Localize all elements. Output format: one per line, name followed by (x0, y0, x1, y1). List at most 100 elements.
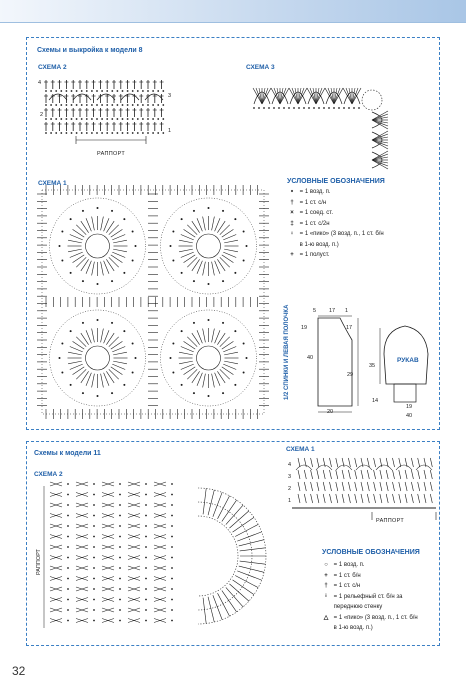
upper-scheme1-chain (111, 321, 114, 324)
upper-scheme1-stitch (211, 261, 215, 276)
lower-scheme2-stitch (75, 502, 89, 508)
upper-scheme1-chain (134, 357, 137, 359)
upper-title: Схемы и выкройка к модели 8 (37, 47, 143, 54)
upper-scheme2-chain (70, 104, 73, 106)
upper-scheme1-chain (61, 371, 64, 374)
lower-scheme2-fan-stitch (217, 495, 230, 519)
upper-scheme1-chain (169, 245, 172, 247)
upper-scheme3-chain (303, 107, 305, 109)
upper-scheme1-stitch (108, 369, 119, 380)
upper-scheme1-stitch (214, 218, 221, 232)
lower-scheme2-stitch (75, 586, 89, 592)
upper-scheme3-stitch (327, 87, 335, 105)
upper-scheme2-chain (50, 118, 52, 120)
upper-scheme1-stitch (202, 216, 206, 231)
upper-scheme2-chain (131, 90, 134, 92)
upper-scheme2-chain (70, 90, 73, 92)
lower-scheme2-chain (171, 493, 173, 496)
upper-scheme2-chain (50, 90, 52, 92)
upper-scheme2-chain (111, 132, 114, 134)
lower-legend-item: переднюю стенку (320, 604, 383, 611)
lower-scheme2-stitch (127, 492, 141, 497)
lower-scheme2-chain (67, 493, 69, 496)
lower-scheme1-arc (415, 464, 433, 471)
upper-scheme1-motif-ring (49, 197, 146, 295)
upper-scheme3-stitch (333, 87, 341, 105)
upper-scheme1-chain (180, 271, 183, 274)
upper-scheme2-chain (131, 132, 134, 134)
upper-scheme1-stitch (211, 373, 215, 388)
upper-scheme1-stitch (113, 248, 127, 253)
lower-scheme1-stitch (335, 457, 339, 468)
lower-scheme2-chain (67, 504, 69, 506)
upper-scheme1-chain (192, 209, 195, 212)
lower-scheme2-fan-stitch (239, 547, 266, 552)
lower-scheme1-stitch (360, 469, 364, 480)
upper-scheme1-chain (111, 209, 114, 212)
upper-scheme2-chain (152, 90, 155, 92)
lower-scheme1-stitch (373, 469, 376, 480)
upper-scheme1-stitch (68, 248, 82, 253)
upper-scheme3-stitch (315, 87, 326, 105)
lower-scheme2-chain (119, 514, 121, 517)
lower-scheme2-chain (93, 525, 95, 527)
lower-scheme1-stitch (367, 457, 370, 468)
lower-scheme2-stitch (49, 513, 63, 518)
lower-scheme2-chain (145, 535, 147, 538)
upper-scheme2-label: СХЕМА 2 (38, 64, 67, 71)
upper-scheme2-chain (55, 90, 58, 92)
lower-scheme2-stitch (153, 597, 167, 602)
upper-scheme1-chain (172, 342, 175, 345)
upper-scheme3-stitch (279, 87, 287, 105)
upper-scheme1-chain (172, 371, 175, 374)
upper-scheme1-chain (58, 245, 61, 247)
upper-scheme2-chain (70, 132, 73, 134)
lower-scheme2-chain (171, 577, 173, 580)
upper-legend-item: в 1-ю возд. п.) (286, 242, 339, 249)
upper-scheme1-chain (207, 395, 210, 397)
upper-scheme1-stitch (68, 351, 82, 356)
lower-scheme2-chain (67, 609, 69, 611)
top-band-edge (0, 22, 466, 23)
lower-scheme2-chain (145, 609, 147, 611)
upper-scheme2-chain (116, 118, 119, 120)
upper-scheme1-chain (222, 321, 225, 324)
lower-scheme2-chain (119, 556, 121, 559)
lower-scheme1-stitch (297, 493, 301, 504)
upper-legend-title: УСЛОВНЫЕ ОБОЗНАЧЕНИЯ (287, 178, 385, 185)
lower-scheme2-chain (67, 546, 69, 548)
back-dim-top: 5 (313, 308, 317, 314)
upper-scheme1-stitch (180, 363, 194, 370)
lower-scheme2-fan-stitch (232, 517, 255, 533)
upper-scheme3-stitch (371, 133, 389, 141)
upper-scheme3-stitch (371, 113, 389, 121)
lower-scheme1-stitch (348, 493, 351, 504)
lower-scheme2-fan-stitch (202, 488, 207, 515)
lower-scheme1-stitch (392, 481, 395, 492)
lower-scheme2-chain (119, 546, 121, 548)
lower-scheme1-stitch (373, 481, 376, 492)
lower-scheme1-stitch (411, 481, 414, 492)
upper-scheme1-stitch (183, 341, 196, 350)
upper-scheme1-stitch (196, 260, 203, 274)
lower-legend-symbol: + (324, 572, 328, 579)
back-dim-40: 40 (307, 355, 314, 361)
lower-scheme2-chain (119, 588, 121, 590)
sleeve-outline (383, 325, 429, 385)
lower-scheme1-stitch (411, 457, 414, 468)
lower-scheme1-stitch (360, 493, 364, 504)
lower-scheme1-stitch (354, 481, 357, 492)
lower-scheme1-stitch (411, 493, 414, 504)
lower-scheme1-stitch (316, 493, 320, 504)
lower-scheme1-stitch (304, 481, 307, 492)
lower-scheme1-row-1: 1 (288, 498, 292, 504)
upper-scheme2-chain (152, 132, 155, 134)
upper-scheme3-stitch (297, 87, 308, 105)
lower-scheme2-chain (67, 567, 69, 569)
lower-scheme2-fan-stitch (237, 531, 262, 542)
lower-scheme2-stitch (75, 555, 89, 560)
lower-scheme1-stitch (385, 493, 389, 504)
upper-scheme1-stitch (191, 332, 200, 345)
upper-scheme1-stitch (69, 346, 83, 353)
lower-legend-item: △ = 1 «пико» (3 возд. п., 1 ст. б/н (320, 615, 418, 622)
